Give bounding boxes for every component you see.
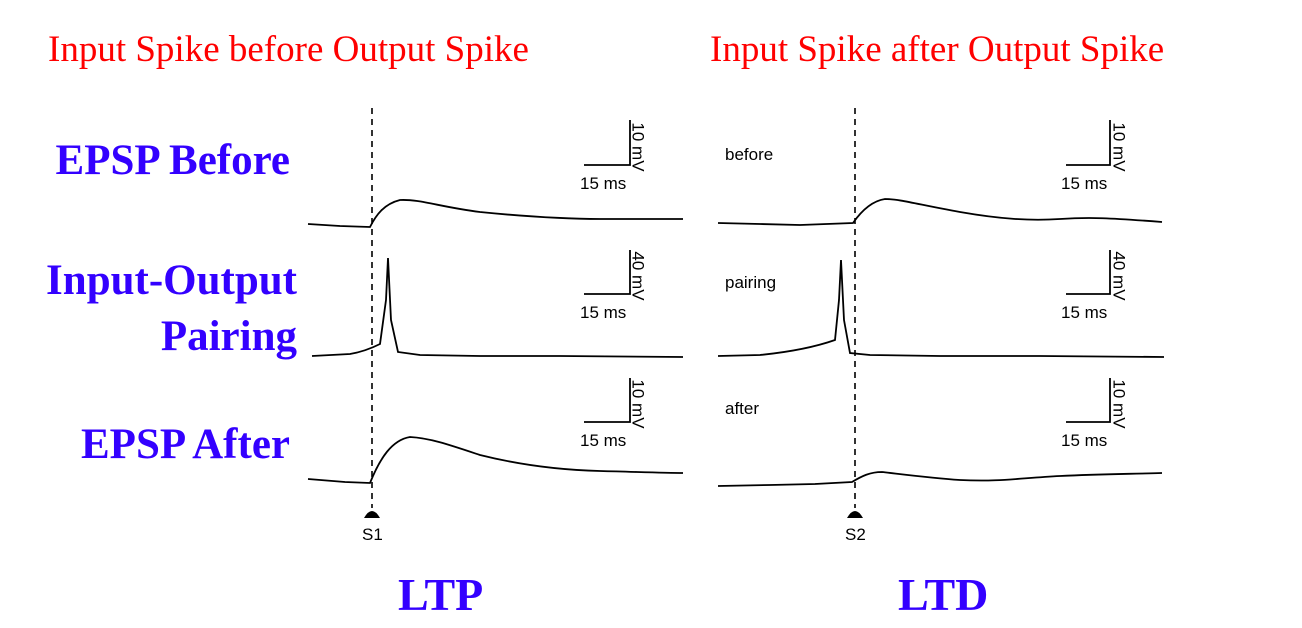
voltage-scale-left-before: 10 mV (628, 122, 648, 172)
scale-bar-left-before (584, 120, 631, 166)
trace-right-after (717, 471, 1163, 487)
voltage-scale-right-pairing: 40 mV (1109, 251, 1129, 301)
time-scale-right-after: 15 ms (1061, 431, 1108, 450)
time-scale-left-before: 15 ms (580, 174, 627, 193)
row-label-pairing-line1: Input-Output (46, 257, 297, 304)
time-scale-left-pairing: 15 ms (580, 303, 627, 322)
scale-bar-left-after (584, 378, 631, 423)
time-scale-right-pairing: 15 ms (1061, 303, 1108, 322)
scale-bar-right-before (1066, 120, 1111, 166)
header-right: Input Spike after Output Spike (710, 29, 1165, 70)
stimulus-triangle-left (364, 511, 380, 518)
stimulus-triangle-right (847, 511, 863, 518)
trace-label-pairing: pairing (725, 273, 777, 292)
voltage-scale-left-pairing: 40 mV (628, 251, 648, 301)
trace-right-pairing (717, 259, 1165, 358)
voltage-scale-left-after: 10 mV (628, 379, 648, 429)
trace-left-after (307, 436, 684, 484)
outcome-ltd: LTD (898, 569, 989, 620)
trace-left-before (307, 199, 683, 228)
voltage-scale-right-before: 10 mV (1109, 122, 1129, 172)
trace-label-after: after (725, 399, 760, 418)
trace-label-before: before (725, 145, 774, 164)
row-label-epsp-before: EPSP Before (55, 137, 290, 184)
stimulus-label-left: S1 (362, 525, 383, 544)
time-scale-right-before: 15 ms (1061, 174, 1108, 193)
row-label-epsp-after: EPSP After (81, 421, 290, 468)
voltage-scale-right-after: 10 mV (1109, 379, 1129, 429)
trace-right-before (717, 198, 1163, 226)
scale-bar-left-pairing (584, 250, 631, 295)
time-scale-left-after: 15 ms (580, 431, 627, 450)
trace-left-pairing (311, 257, 684, 358)
header-left: Input Spike before Output Spike (48, 29, 529, 70)
outcome-ltp: LTP (398, 569, 484, 620)
scale-bar-right-pairing (1066, 250, 1111, 295)
row-label-pairing-line2: Pairing (160, 313, 297, 360)
scale-bar-right-after (1066, 378, 1111, 423)
stimulus-label-right: S2 (845, 525, 866, 544)
